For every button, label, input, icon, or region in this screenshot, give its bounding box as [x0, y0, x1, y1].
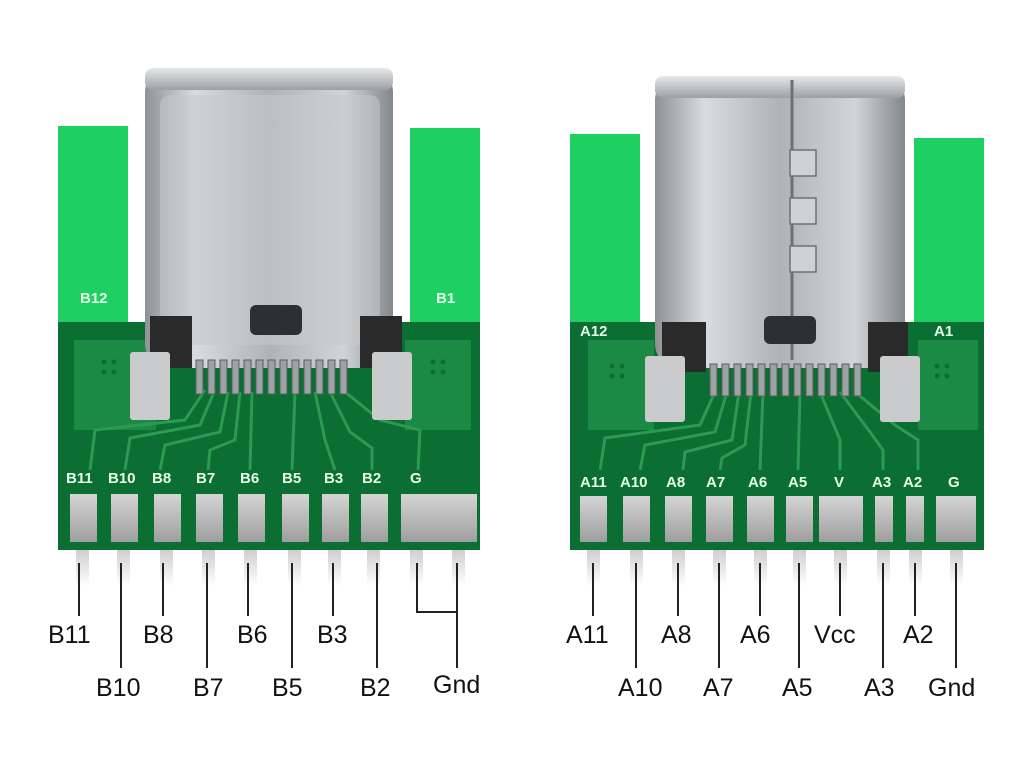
left-leader-lines	[78, 563, 458, 668]
right-traces	[598, 390, 920, 471]
left-pad-label: B6	[240, 470, 259, 487]
left-pad-label: B5	[282, 470, 301, 487]
left-pin-legs	[76, 550, 465, 586]
right-solder-pads	[580, 496, 976, 542]
callout-b6: B6	[237, 621, 268, 649]
left-solder-pads	[70, 494, 477, 542]
left-traces	[88, 389, 422, 471]
right-pad-label: A5	[788, 474, 807, 491]
right-shell-slot	[764, 316, 816, 344]
left-board: B12 B1 B11 B10 B8 B7 B6 B5 B3 B2 G	[48, 68, 480, 702]
callout-gnd: Gnd	[928, 674, 975, 702]
right-pad-label: A6	[748, 474, 767, 491]
callout-b2: B2	[360, 674, 391, 702]
left-pad-label: B8	[152, 470, 171, 487]
left-pad-label: B3	[324, 470, 343, 487]
callout-a6: A6	[740, 621, 771, 649]
right-pad-label: A2	[903, 474, 922, 491]
right-pin-legs	[587, 550, 963, 586]
callout-a2: A2	[903, 621, 934, 649]
right-pad-label: A7	[706, 474, 725, 491]
callout-a5: A5	[782, 674, 813, 702]
left-pad-label: B11	[66, 470, 93, 487]
callout-a3: A3	[864, 674, 895, 702]
callout-gnd: Gnd	[433, 671, 480, 699]
left-pad-label: B10	[108, 470, 136, 487]
right-pad-label: A11	[580, 474, 607, 491]
right-pad-label: G	[948, 474, 960, 491]
right-usb-c-receptacle	[655, 76, 905, 368]
callout-b8: B8	[143, 621, 174, 649]
right-tab-label-a12: A12	[580, 323, 608, 340]
right-shell-seam-teeth	[789, 149, 817, 273]
left-tab-label-b12: B12	[80, 290, 108, 307]
callout-b3: B3	[317, 621, 348, 649]
left-pad-label: B7	[196, 470, 215, 487]
right-vias	[609, 363, 950, 379]
right-leader-lines	[592, 563, 957, 668]
left-shell-slot	[250, 305, 302, 335]
right-pad-label: V	[834, 474, 844, 491]
callout-b7: B7	[193, 674, 224, 702]
left-vias	[101, 359, 446, 375]
callout-b5: B5	[272, 674, 303, 702]
right-pad-label: A3	[872, 474, 891, 491]
callout-b11: B11	[48, 621, 91, 649]
right-board: A12 A1 A11 A10 A8 A7 A6 A5 V A3 A2 G	[566, 76, 984, 702]
right-smd-pins	[709, 363, 862, 397]
right-pad-label: A10	[620, 474, 648, 491]
left-pad-label: B2	[362, 470, 381, 487]
callout-a10: A10	[618, 674, 662, 702]
callout-a8: A8	[661, 621, 692, 649]
left-pad-label: G	[410, 470, 422, 487]
callout-a11: A11	[566, 621, 609, 649]
right-pad-label: A8	[666, 474, 685, 491]
callout-b10: B10	[96, 674, 140, 702]
callout-vcc: Vcc	[814, 621, 856, 649]
right-tab-label-a1: A1	[934, 323, 953, 340]
left-tab-label-b1: B1	[436, 290, 455, 307]
left-smd-pins	[195, 359, 348, 395]
callout-a7: A7	[703, 674, 734, 702]
